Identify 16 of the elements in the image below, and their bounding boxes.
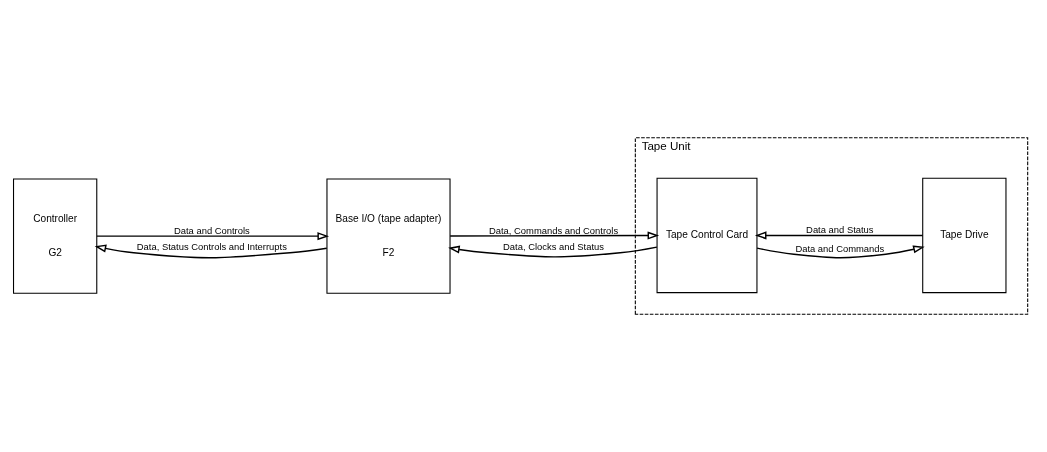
arrow <box>754 231 924 240</box>
edge-label: Data, Commands and Controls <box>488 224 619 236</box>
edge-label: Data, Clocks and Status <box>503 241 604 253</box>
node-box: Tape Drive <box>922 177 1007 294</box>
edge-label: Data and Controls <box>173 224 250 236</box>
edge-label: Data, Status Controls and Interrupts <box>136 241 287 253</box>
node-box: Base I/O (tape adapter) F2 <box>326 178 451 294</box>
node-box: Tape Control Card <box>656 177 758 294</box>
arrow <box>448 245 658 258</box>
edge-label: Data and Status <box>806 223 874 235</box>
node-box: Controller G2 <box>13 178 98 294</box>
arrow <box>449 231 660 240</box>
arrow <box>96 232 330 241</box>
arrow <box>756 245 925 259</box>
edge-label: Data and Commands <box>795 242 885 254</box>
arrow <box>94 244 328 259</box>
